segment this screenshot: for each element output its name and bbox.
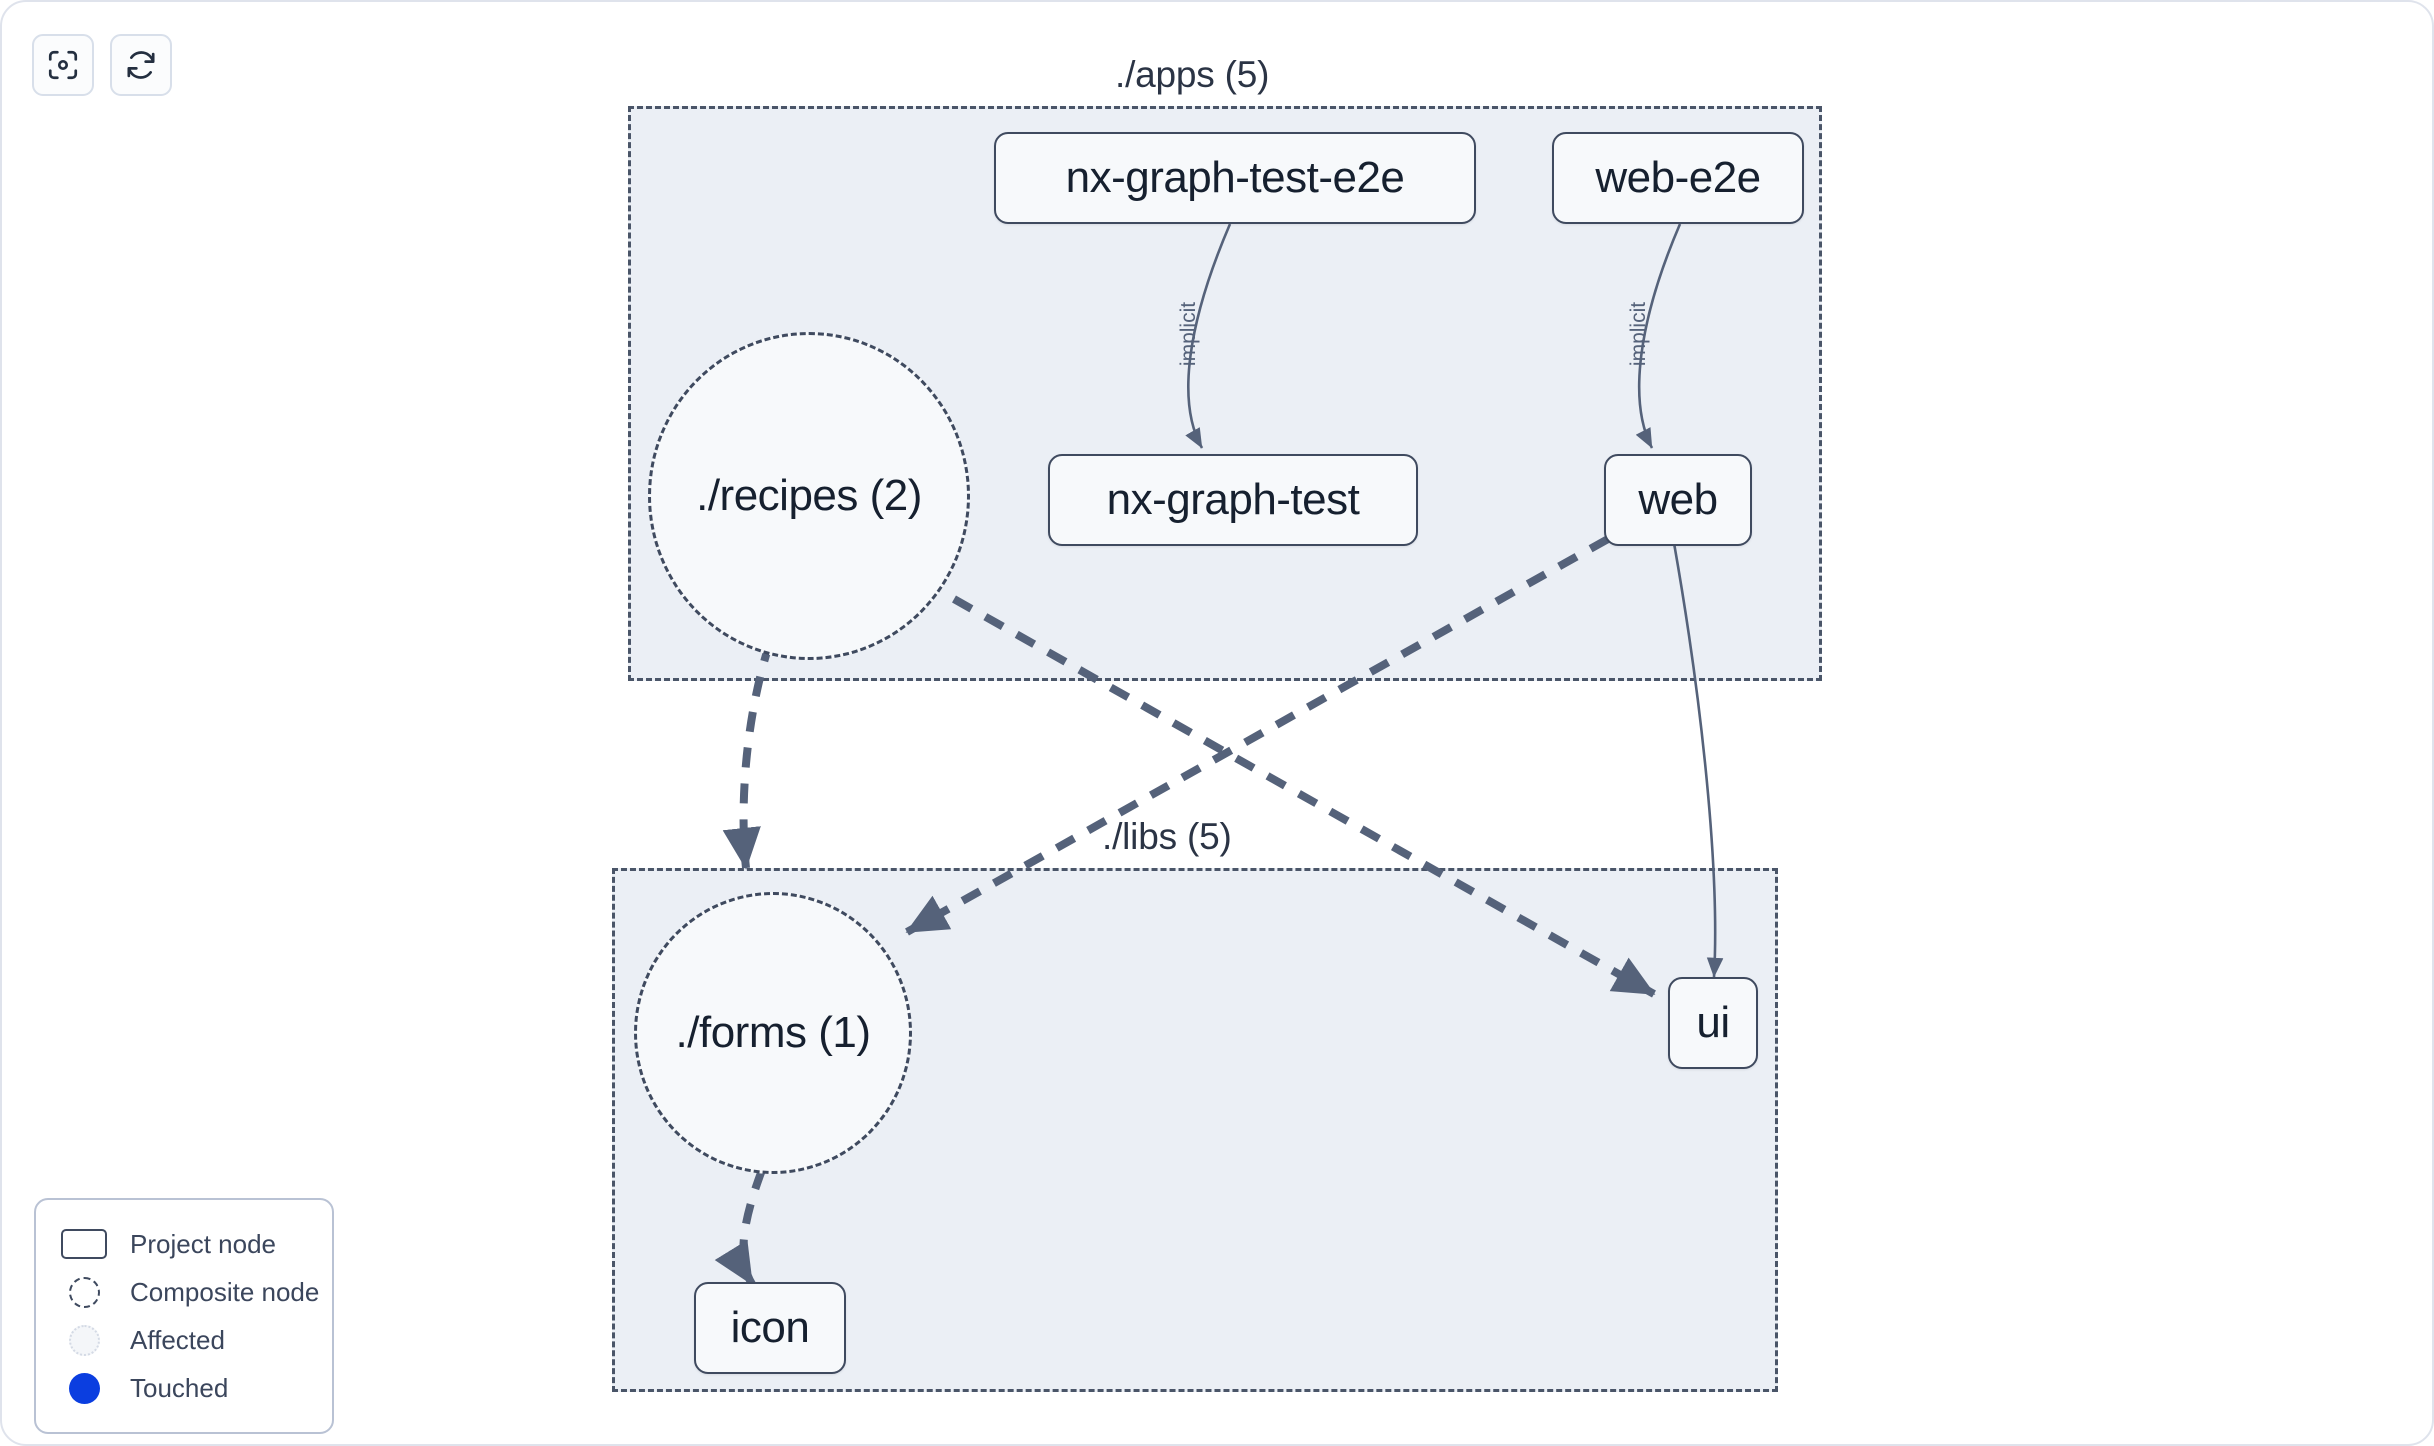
legend-label: Affected [130, 1324, 225, 1355]
legend-label: Composite node [130, 1276, 320, 1307]
node-label: icon [730, 1303, 810, 1352]
node-label: ./recipes (2) [696, 471, 922, 520]
node-forms-composite[interactable]: ./forms (1) [634, 892, 912, 1174]
node-recipes-composite[interactable]: ./recipes (2) [648, 332, 970, 660]
focus-graph-button[interactable] [32, 34, 94, 96]
project-node-swatch [58, 1229, 110, 1259]
composite-node-swatch [58, 1276, 110, 1308]
edge-label-implicit-nx-graph-test: implicit [1177, 301, 1201, 367]
graph-legend: Project node Composite node Affected Tou… [34, 1198, 334, 1434]
node-nx-graph-test-e2e[interactable]: nx-graph-test-e2e [994, 132, 1476, 224]
affected-swatch [58, 1324, 110, 1356]
legend-item-composite-node: Composite node [58, 1268, 319, 1316]
refresh-icon [124, 48, 158, 82]
refresh-graph-button[interactable] [110, 34, 172, 96]
node-web[interactable]: web [1604, 454, 1752, 546]
touched-swatch [58, 1372, 110, 1404]
legend-item-project-node: Project node [58, 1220, 310, 1268]
focus-target-icon [46, 48, 80, 82]
node-label: nx-graph-test-e2e [1065, 153, 1405, 202]
node-label: web-e2e [1595, 153, 1761, 202]
graph-toolbar [32, 34, 172, 96]
group-label-apps: ./apps (5) [1115, 54, 1270, 95]
node-ui[interactable]: ui [1668, 977, 1758, 1069]
legend-item-touched: Touched [58, 1364, 310, 1412]
edge-label-implicit-web: implicit [1627, 301, 1651, 367]
legend-label: Project node [130, 1228, 276, 1259]
node-label: web [1638, 475, 1718, 524]
node-icon[interactable]: icon [694, 1282, 846, 1374]
legend-label: Touched [130, 1372, 229, 1403]
node-nx-graph-test[interactable]: nx-graph-test [1048, 454, 1418, 546]
node-label: ui [1696, 998, 1730, 1047]
node-label: ./forms (1) [675, 1008, 871, 1057]
legend-item-affected: Affected [58, 1316, 310, 1364]
node-web-e2e[interactable]: web-e2e [1552, 132, 1804, 224]
node-label: nx-graph-test [1106, 475, 1360, 524]
group-label-libs: ./libs (5) [1102, 816, 1232, 857]
